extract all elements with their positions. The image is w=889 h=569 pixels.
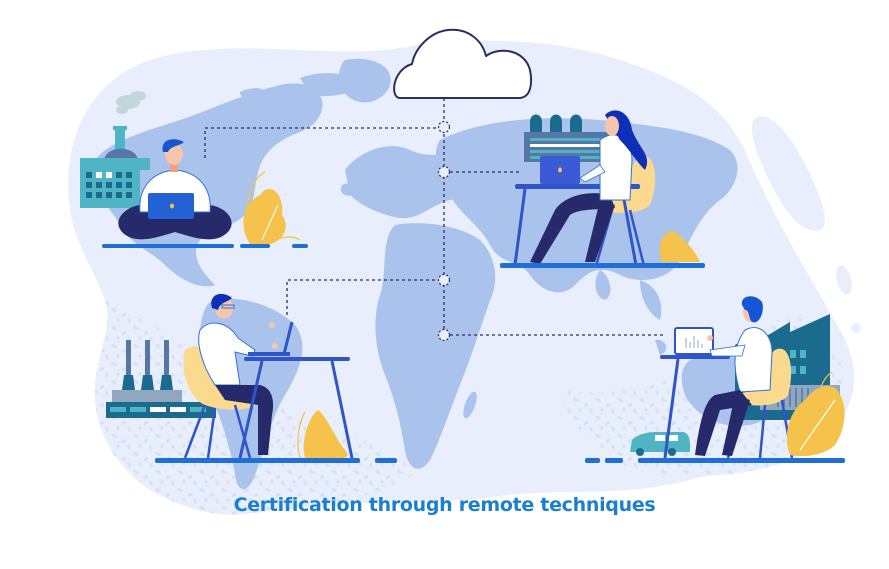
network-connections <box>204 98 665 336</box>
worker-top-left <box>80 91 308 248</box>
worker-bottom-left <box>106 293 397 463</box>
plant-icon <box>786 385 845 457</box>
worker-top-right <box>500 110 705 268</box>
factory-icon <box>80 91 150 208</box>
plant-icon <box>243 171 301 245</box>
caption-title: Certification through remote techniques <box>233 494 656 516</box>
car-icon <box>630 432 690 456</box>
worker-bottom-right <box>585 296 845 463</box>
plant-icon <box>303 410 348 458</box>
network-nodes <box>437 120 451 342</box>
cloud-icon <box>393 28 533 99</box>
factory-icon <box>106 340 216 418</box>
plant-icon <box>659 231 700 262</box>
